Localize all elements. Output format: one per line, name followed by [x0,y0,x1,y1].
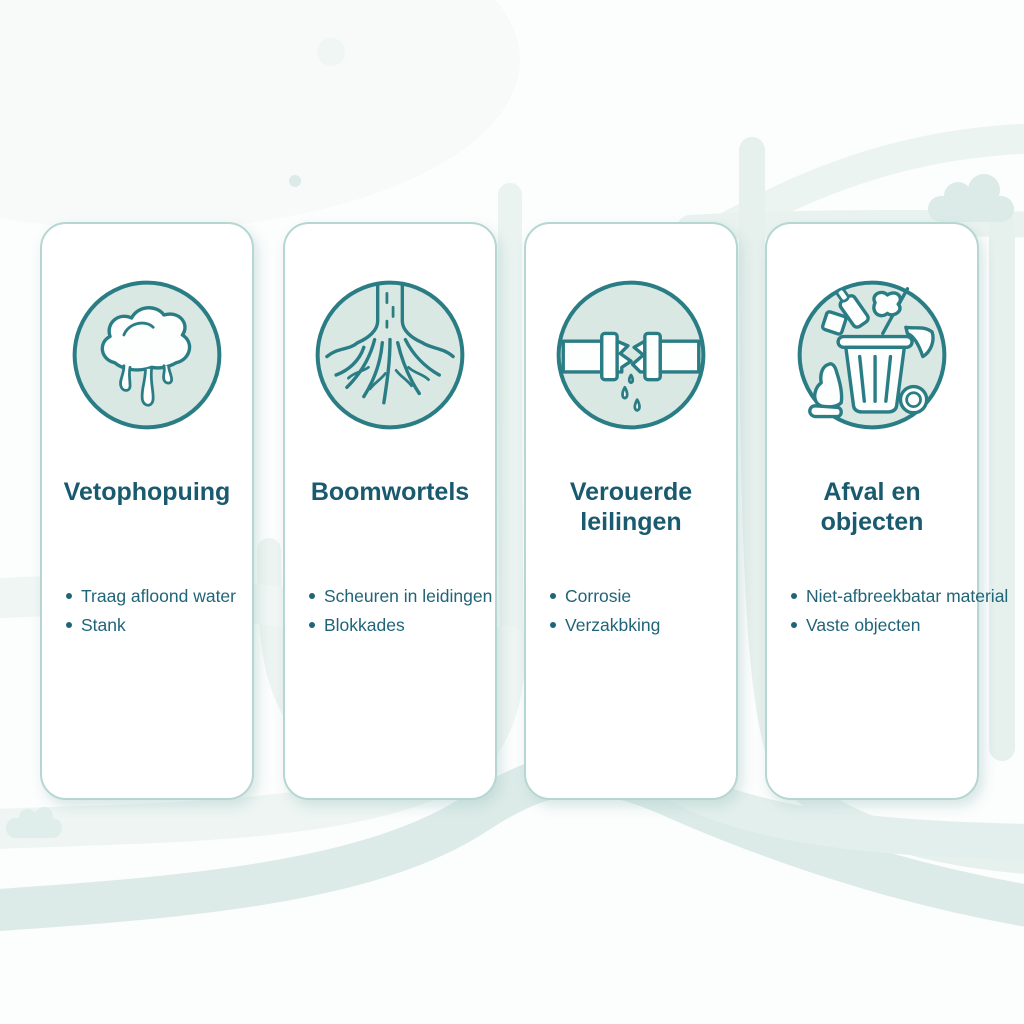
bullet-dot [550,593,556,599]
bullet-dot [550,622,556,628]
bullet-list: Traag afloond water Stank [66,587,252,645]
bullet-text: Vaste objecten [806,615,921,635]
bullet-dot [66,622,72,628]
bullet-item: Verzakbking [550,616,736,634]
bullet-text: Blokkades [324,615,405,635]
bullet-list: Niet-afbreekbatar material Vaste objecte… [791,587,1008,645]
card-title: Verouerde leilingen [569,478,693,536]
card-afval-objecten: Afval en objecten Niet-afbreekbatar mate… [765,222,1008,800]
bullet-item: Scheuren in leidingen [309,587,495,605]
bullet-dot [309,622,315,628]
card-title: Afval en objecten [820,478,924,536]
card-boomwortels: Boomwortels Scheuren in leidingen Blokka… [283,222,497,800]
broken-pipe-icon [554,278,708,432]
bullet-dot [66,593,72,599]
card-title: Boomwortels [310,478,470,506]
bullet-item: Niet-afbreekbatar material [791,587,1008,605]
bullet-item: Stank [66,616,252,634]
bullet-text: Niet-afbreekbatar material [806,586,1009,606]
bullet-dot [791,593,797,599]
bullet-list: Scheuren in leidingen Blokkades [309,587,495,645]
bullet-text: Stank [81,615,126,635]
bullet-item: Blokkades [309,616,495,634]
bullet-text: Scheuren in leidingen [324,586,493,606]
card-vetophoping: Vetophopuing Traag afloond water Stank [40,222,254,800]
bullet-item: Vaste objecten [791,616,977,634]
grease-clog-icon [70,278,224,432]
bullet-text: Corrosie [565,586,632,606]
trash-objects-icon [795,278,949,432]
bullet-item: Traag afloond water [66,587,252,605]
tree-roots-icon [313,278,467,432]
bullet-text: Verzakbking [565,615,661,635]
bullet-dot [309,593,315,599]
bullet-item: Corrosie [550,587,736,605]
bullet-list: Corrosie Verzakbking [550,587,736,645]
bullet-dot [791,622,797,628]
bullet-text: Traag afloond water [81,586,236,606]
card-verouderde-leidingen: Verouerde leilingen Corrosie Verzakbking [524,222,738,800]
card-title: Vetophopuing [63,478,231,506]
